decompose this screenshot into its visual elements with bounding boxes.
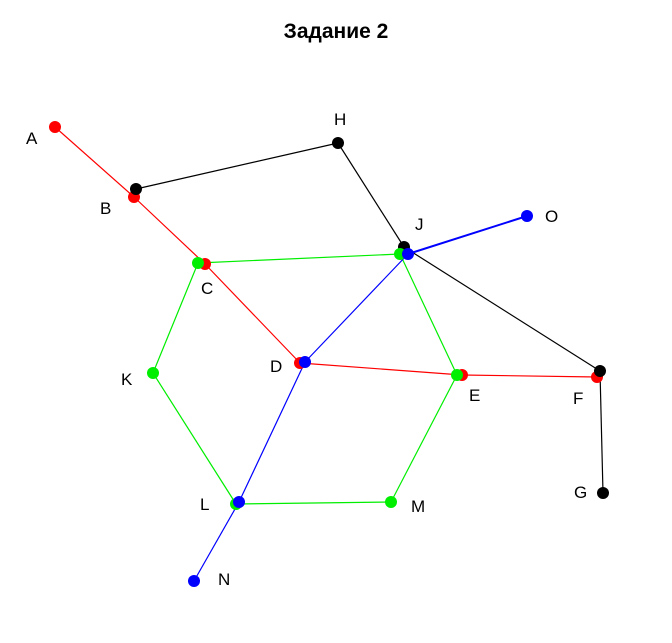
node-dot-h-black xyxy=(332,137,344,149)
node-label-d: D xyxy=(270,357,282,376)
diagram-title: Задание 2 xyxy=(283,20,389,43)
edge-red-e-f xyxy=(461,374,598,378)
edge-green-e-m xyxy=(390,374,458,503)
node-label-f: F xyxy=(573,389,583,408)
node-label-h: H xyxy=(334,110,346,129)
edge-black-j-f xyxy=(403,246,601,372)
node-dot-l-blue xyxy=(233,496,245,508)
edge-red-a-b xyxy=(54,126,135,198)
node-dot-d-blue xyxy=(299,356,311,368)
edge-blue-j-o xyxy=(407,215,528,255)
edge-blue-n-l xyxy=(193,501,240,582)
node-dot-a-red xyxy=(49,121,61,133)
edge-green-m-l xyxy=(235,501,392,505)
node-label-n: N xyxy=(218,570,230,589)
node-label-a: A xyxy=(26,129,38,148)
node-dot-n-blue xyxy=(188,575,200,587)
node-dot-c-green xyxy=(192,257,204,269)
graph-node-dots xyxy=(49,121,609,587)
edge-green-l-k xyxy=(152,372,237,505)
node-dot-j-blue xyxy=(402,248,414,260)
node-dot-e-green xyxy=(451,369,463,381)
node-dot-b-black xyxy=(130,183,142,195)
node-label-o: O xyxy=(545,207,558,226)
graph-edges xyxy=(54,126,604,582)
node-label-k: K xyxy=(121,370,133,389)
edge-green-c-j xyxy=(197,253,401,264)
node-label-j: J xyxy=(415,215,424,234)
edge-red-d-e xyxy=(299,362,463,376)
node-dot-f-black xyxy=(594,365,606,377)
edge-green-j-e xyxy=(399,253,458,376)
edge-black-b-h xyxy=(135,142,339,190)
node-dot-g-black xyxy=(597,487,609,499)
node-label-c: C xyxy=(201,279,213,298)
edge-blue-d-j xyxy=(304,253,409,363)
edge-red-b-c xyxy=(133,196,206,265)
edge-black-f-g xyxy=(599,370,604,494)
edge-blue-l-d xyxy=(238,361,306,503)
node-label-e: E xyxy=(469,386,480,405)
edge-red-c-d xyxy=(204,263,301,364)
node-label-g: G xyxy=(574,483,587,502)
node-dot-m-green xyxy=(385,496,397,508)
node-label-l: L xyxy=(200,495,209,514)
edge-green-k-c xyxy=(152,262,199,374)
edge-black-h-j xyxy=(337,142,405,248)
node-dot-k-green xyxy=(147,367,159,379)
node-label-b: B xyxy=(100,199,111,218)
node-dot-o-blue xyxy=(521,210,533,222)
node-label-m: M xyxy=(411,497,425,516)
